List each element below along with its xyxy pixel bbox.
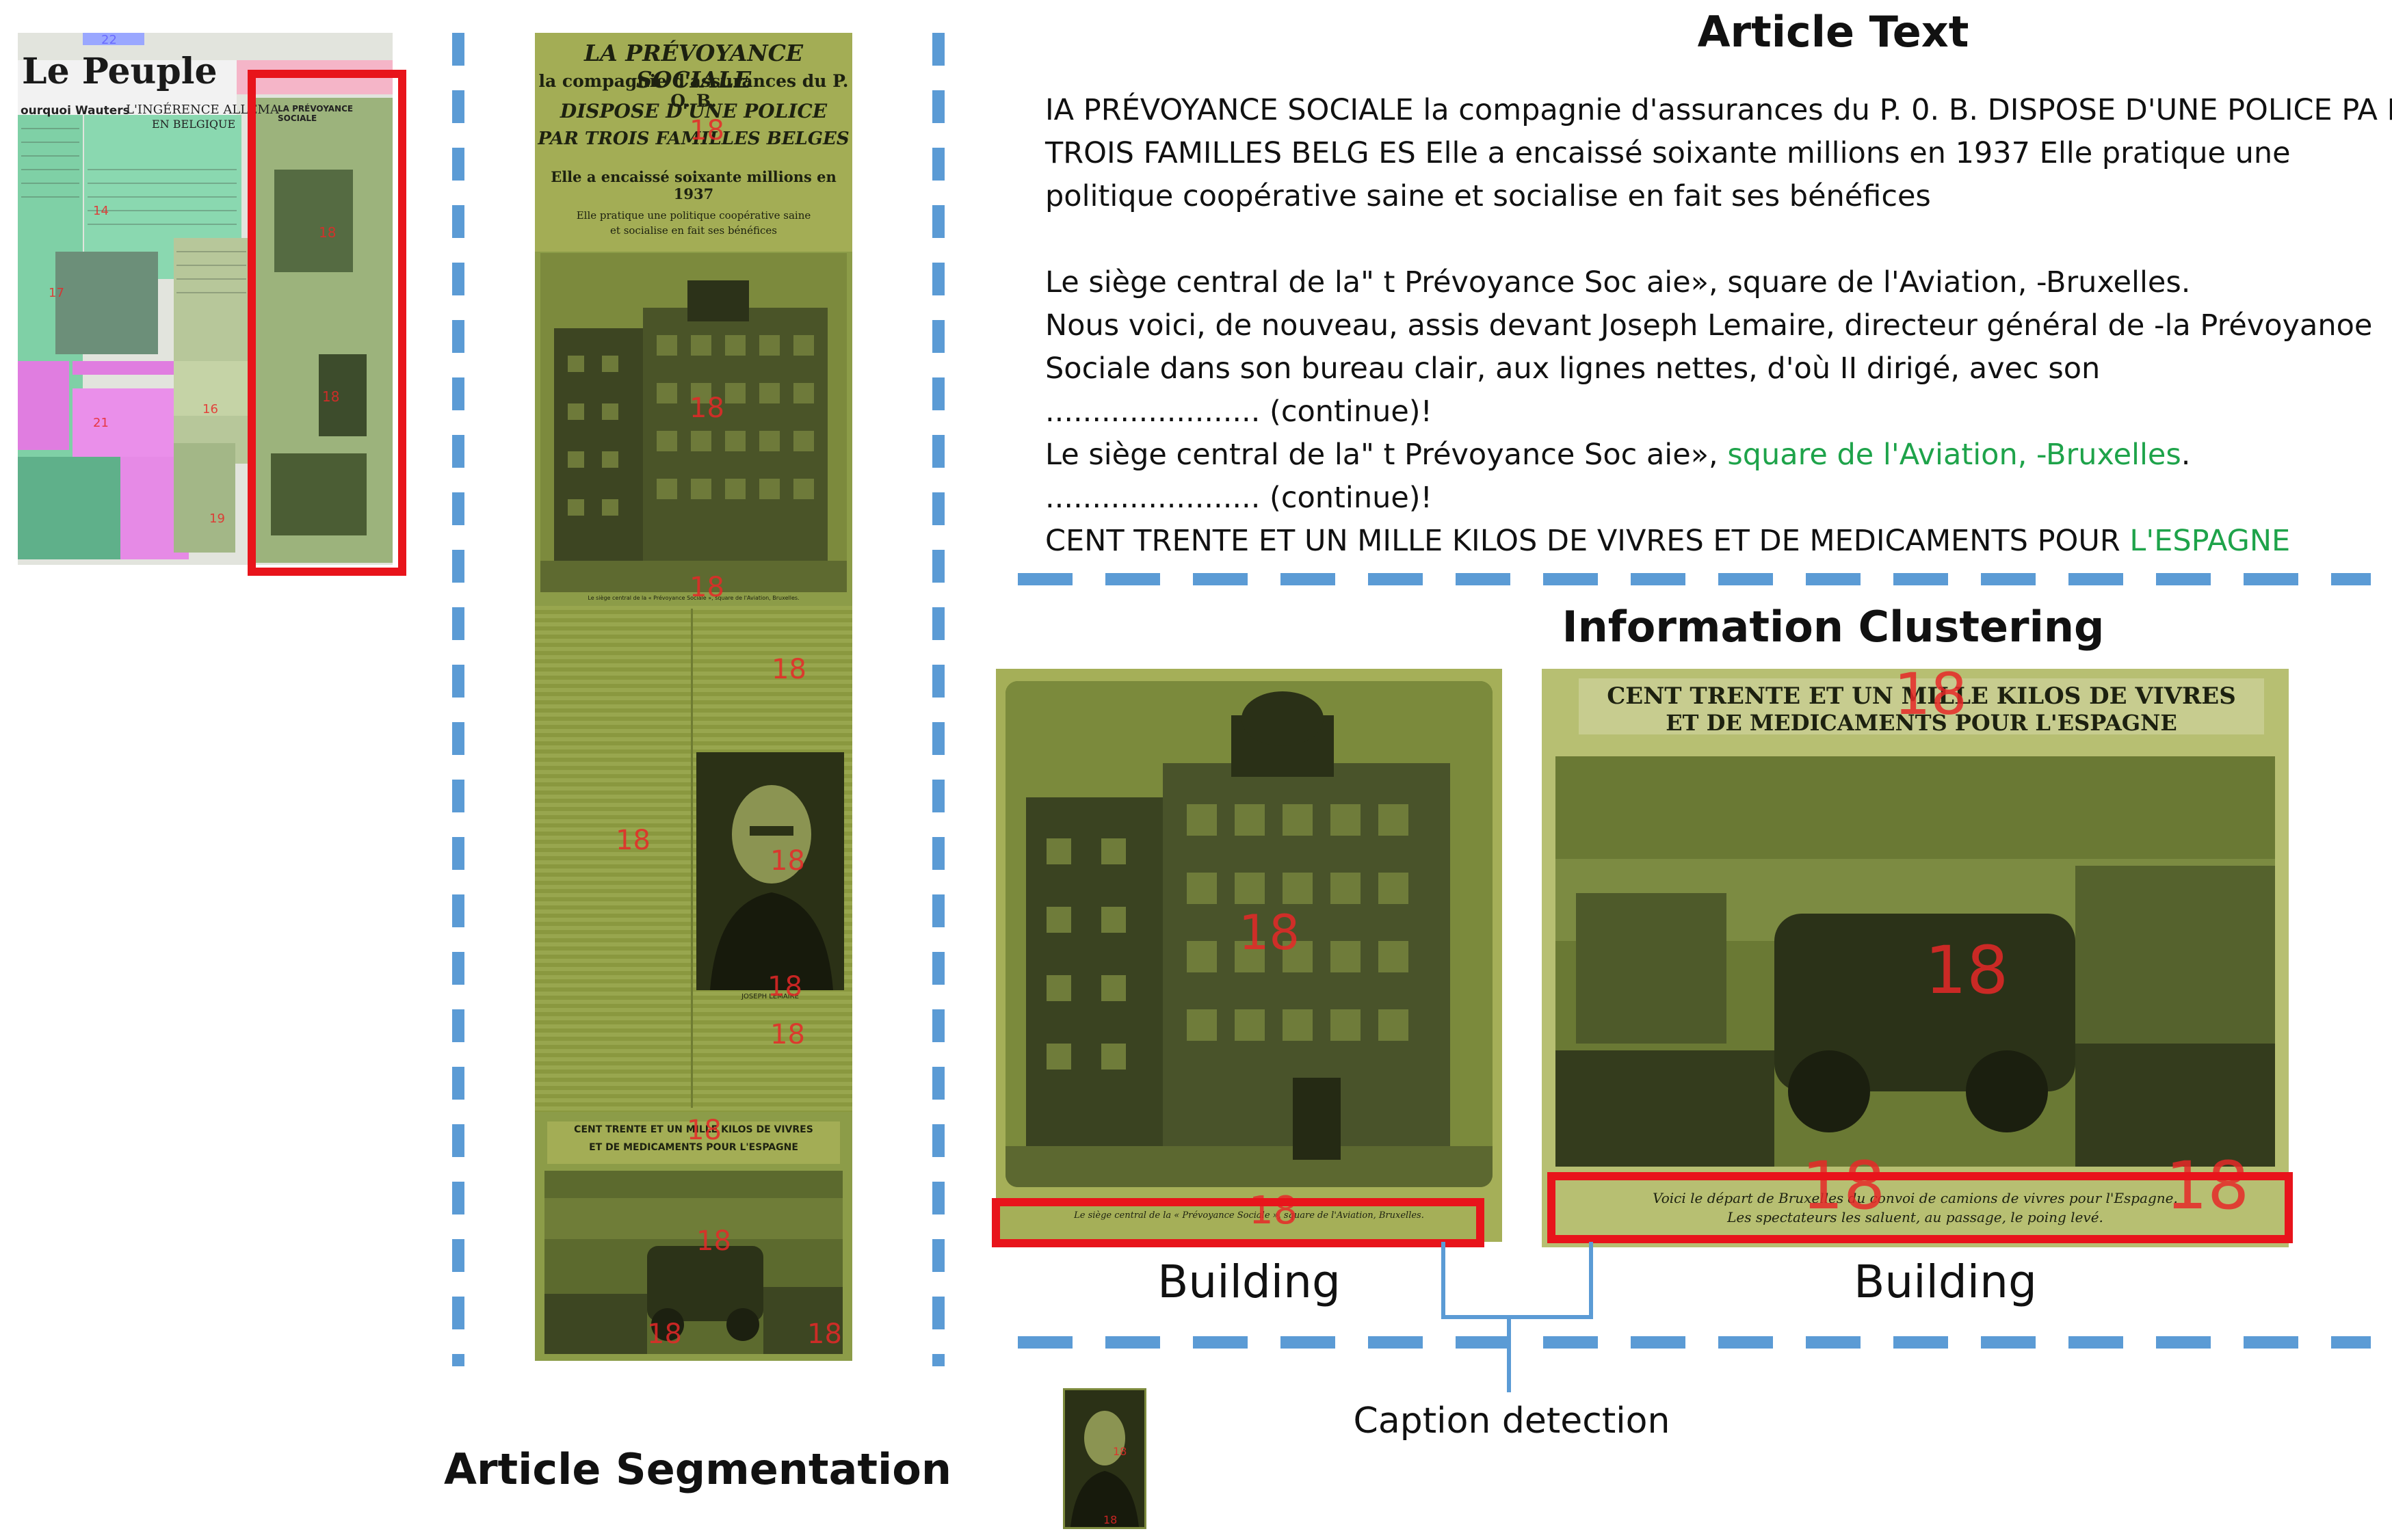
- cluster-id-marker: 18: [1239, 905, 1300, 961]
- article-text-line-3: politique coopérative saine et socialise…: [1045, 179, 1931, 213]
- convoy-cluster-graphic: [1555, 756, 2275, 1167]
- article-text-line-4: Le siège central de la" t Prévoyance Soc…: [1045, 265, 2191, 300]
- cluster-id-marker: 18: [772, 654, 806, 685]
- cluster-convoy-photo: [1555, 756, 2275, 1167]
- cluster-convoy-caption-2: Les spectateurs les saluent, au passage,…: [1727, 1209, 2103, 1225]
- segment-id-marker: 14: [93, 204, 109, 218]
- article-convoy-photo: [544, 1171, 843, 1354]
- article-text-line-6: Sociale dans son bureau clair, aux ligne…: [1045, 351, 2101, 386]
- article-title-line-4: PAR TROIS FAMILLES BELGES: [538, 129, 850, 149]
- cluster-convoy-image: CENT TRENTE ET UN MILLE KILOS DE VIVRES …: [1542, 669, 2289, 1247]
- article-spain-title-2: ET DE MEDICAMENTS POUR L'ESPAGNE: [589, 1142, 798, 1153]
- cluster-convoy-caption-1: Voici le départ de Bruxelles du convoi d…: [1653, 1190, 2178, 1206]
- separator-dashed-bottom: [1018, 1336, 2371, 1349]
- cluster-id-marker: 18: [689, 115, 724, 146]
- article-portrait-photo: [696, 752, 844, 990]
- cluster-id-marker: 18: [1925, 932, 2009, 1009]
- article-segmentation-heading: Article Segmentation: [443, 1444, 952, 1494]
- caption-detection-box-right: [1547, 1172, 2293, 1243]
- newspaper-layout-graphic: [18, 33, 393, 565]
- newspaper-headline-mid2: EN BELGIQUE: [152, 118, 236, 131]
- article-text-line-5: Nous voici, de nouveau, assis devant Jos…: [1045, 308, 2373, 343]
- caption-detection-box-left: [992, 1198, 1484, 1247]
- article-subtitle-1: Elle a encaissé soixante millions en 193…: [551, 168, 837, 202]
- cluster-id-marker: 18: [1113, 1445, 1127, 1458]
- article-title-line-3: DISPOSE D'UNE POLICE: [560, 100, 828, 122]
- segment-id-marker: 17: [49, 286, 64, 300]
- segment-id-marker: 19: [209, 512, 225, 526]
- cluster-label-building-right: Building: [1854, 1256, 2037, 1308]
- highlighted-location-text: L'ESPAGNE: [2129, 524, 2291, 558]
- separator-dashed-right: [932, 33, 945, 1366]
- article-title-block: [535, 33, 852, 252]
- article-spain-title-1: CENT TRENTE ET UN MILLE KILOS DE VIVRES: [574, 1124, 813, 1135]
- cluster-id-marker: 18: [2166, 1147, 2250, 1224]
- cluster-convoy-title-2: ET DE MEDICAMENTS POUR L'ESPAGNE: [1666, 710, 2177, 736]
- article-building-photo: [540, 253, 847, 592]
- cluster-id-marker: 18: [1802, 1147, 1886, 1224]
- separator-dashed-left: [452, 33, 464, 1366]
- cluster-id-marker: 18: [696, 1225, 731, 1257]
- selected-article-box: [248, 70, 406, 576]
- article-text-heading: Article Text: [1697, 7, 1969, 57]
- article-text-line-10-start: CENT TRENTE ET UN MILLE KILOS DE VIVRES …: [1045, 524, 2130, 558]
- cluster-id-marker: 18: [616, 825, 650, 856]
- article-text-line-8-end: .: [2181, 438, 2191, 472]
- article-text-line-2: TROIS FAMILLES BELG ES Elle a encaissé s…: [1045, 136, 2291, 170]
- segment-id-marker: 22: [101, 33, 117, 47]
- article-text-line-7: ....................... (continue)!: [1045, 395, 1432, 429]
- segmented-article-strip: LA PRÉVOYANCE SOCIALE la compagnie d'ass…: [535, 33, 852, 1361]
- newspaper-headline-right: LA PRÉVOYANCE SOCIALE: [278, 104, 354, 123]
- cluster-convoy-title-1: CENT TRENTE ET UN MILLE KILOS DE VIVRES: [1607, 682, 2236, 710]
- newspaper-headline-mid: L'INGÉRENCE ALLEMA: [126, 103, 279, 117]
- cluster-id-marker: 18: [767, 971, 802, 1003]
- newspaper-page-thumbnail: Le Peuple ourquoi Wauters L'INGÉRENCE AL…: [18, 33, 393, 565]
- portrait-graphic: [696, 752, 844, 990]
- highlighted-location-text: square de l'Aviation, -Bruxelles: [1727, 438, 2181, 472]
- segment-id-marker: 18: [322, 388, 340, 405]
- article-text-line-9: ....................... (continue)!: [1045, 481, 1432, 515]
- portrait-thumbnail-graphic: [1065, 1390, 1144, 1527]
- newspaper-headline-left: ourquoi Wauters: [21, 104, 130, 118]
- article-portrait-caption: JOSEPH LEMAIRE: [741, 993, 799, 1000]
- separator-dashed-top: [1018, 573, 2371, 585]
- cluster-id-marker: 18: [689, 393, 724, 424]
- segment-id-marker: 21: [93, 416, 109, 430]
- information-clustering-heading: Information Clustering: [1562, 602, 2105, 652]
- cluster-id-marker: 18: [1249, 1189, 1298, 1233]
- caption-detection-label: Caption detection: [1353, 1400, 1670, 1442]
- article-spain-title-block: [547, 1121, 840, 1164]
- article-subtitle-2: Elle pratique une politique coopérative …: [576, 209, 811, 222]
- article-text-line-1: IA PRÉVOYANCE SOCIALE la compagnie d'ass…: [1045, 93, 2392, 127]
- convoy-photo-graphic: [544, 1171, 843, 1354]
- article-text-line-8: Le siège central de la" t Prévoyance Soc…: [1045, 434, 2190, 477]
- cluster-id-marker: 18: [647, 1318, 682, 1350]
- cluster-id-marker: 18: [687, 1115, 722, 1146]
- segment-id-marker: 16: [202, 402, 218, 416]
- article-body-column-divider: [691, 609, 693, 1108]
- cluster-label-building-left: Building: [1157, 1256, 1341, 1308]
- article-text-line-10: CENT TRENTE ET UN MILLE KILOS DE VIVRES …: [1045, 520, 2290, 563]
- cluster-building-image: Le siège central de la « Prévoyance Soci…: [996, 669, 1502, 1242]
- article-title-line-2: la compagnie d'assurances du P. O. B.: [538, 71, 849, 111]
- cluster-id-marker: 18: [689, 572, 724, 603]
- building-cluster-graphic: [1006, 681, 1493, 1187]
- article-title-line-1: LA PRÉVOYANCE SOCIALE: [583, 40, 804, 93]
- cluster-id-marker: 18: [770, 845, 805, 877]
- building-photo-graphic: [540, 253, 847, 592]
- cluster-id-marker: 18: [1894, 669, 1967, 728]
- caption-connector-bracket: [1441, 1242, 1593, 1392]
- cluster-building-caption-text: Le siège central de la « Prévoyance Soci…: [1074, 1210, 1424, 1221]
- cluster-id-marker: 18: [807, 1318, 842, 1350]
- newspaper-masthead: Le Peuple: [22, 51, 218, 92]
- article-subtitle-3: et socialise en fait ses bénéfices: [610, 224, 777, 237]
- cluster-id-marker: 18: [770, 1019, 805, 1050]
- cluster-convoy-title-block: [1579, 678, 2264, 734]
- cluster-building-photo: [1006, 681, 1493, 1187]
- article-text-line-8-start: Le siège central de la" t Prévoyance Soc…: [1045, 438, 1728, 472]
- segment-id-marker: 18: [319, 224, 337, 241]
- article-building-caption: Le siège central de la « Prévoyance Soci…: [588, 595, 800, 601]
- cluster-id-marker: 18: [1103, 1513, 1118, 1526]
- portrait-thumbnail: 18 18: [1063, 1388, 1146, 1529]
